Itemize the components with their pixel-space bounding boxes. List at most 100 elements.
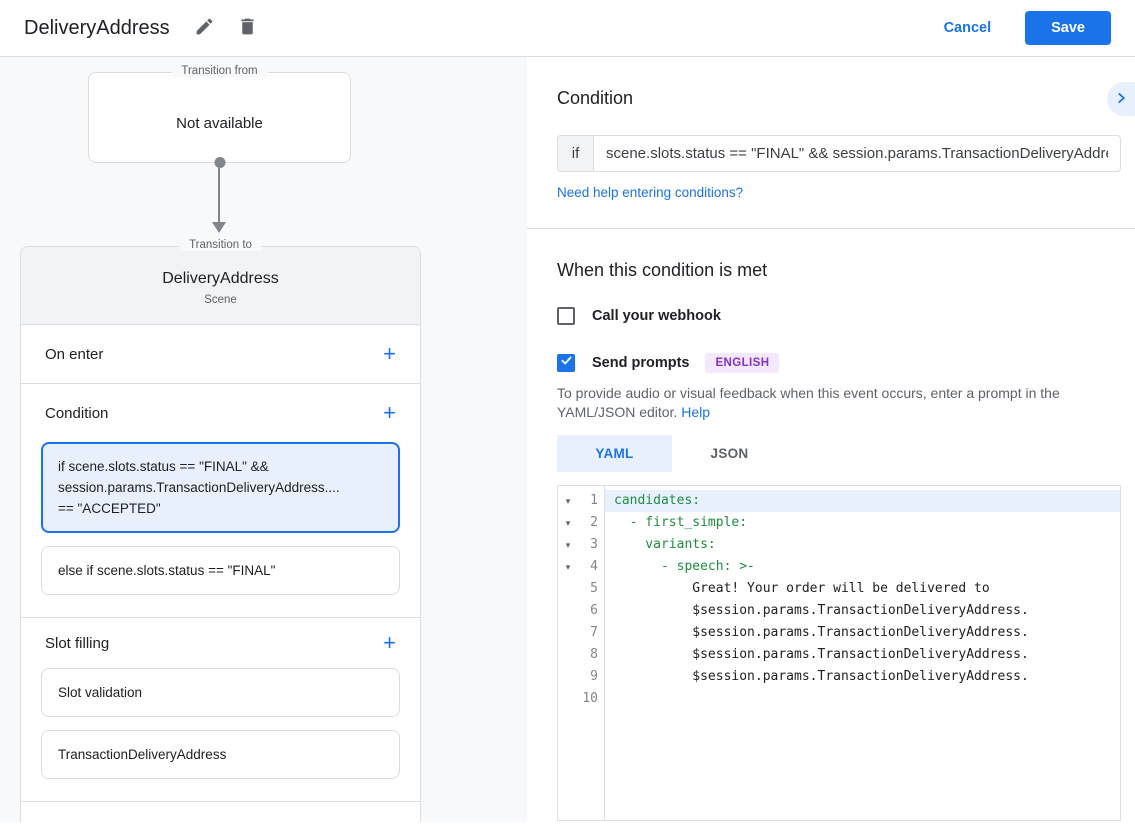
webhook-row: Call your webhook [557,307,1121,325]
send-prompts-label: Send prompts [592,355,690,371]
on-enter-label: On enter [45,345,104,363]
condition-section: Condition + if scene.slots.status == "FI… [21,383,420,617]
topbar: DeliveryAddress Cancel Save [0,0,1135,57]
slot-chip[interactable]: TransactionDeliveryAddress [41,730,400,779]
line-number: 7 [590,625,598,640]
condition-section-header[interactable]: Condition + [21,384,420,442]
condition-chip[interactable]: else if scene.slots.status == "FINAL" [41,546,400,595]
scene-card: Transition to DeliveryAddress Scene On e… [20,239,421,823]
save-button[interactable]: Save [1025,11,1111,45]
code-line[interactable]: 10 [558,688,1120,710]
trash-icon [237,16,258,40]
condition-section-label: Condition [45,404,109,422]
tab-json[interactable]: JSON [672,435,787,472]
condition-help-link[interactable]: Need help entering conditions? [557,185,744,200]
fold-arrow-icon[interactable]: ▾ [565,496,571,506]
line-number: 2 [590,515,598,530]
tab-yaml[interactable]: YAML [557,435,672,472]
call-webhook-checkbox[interactable] [557,307,575,325]
code-line[interactable]: 9 $session.params.TransactionDeliveryAdd… [558,666,1120,688]
custom-intent-header[interactable]: Custom intent handling + [21,802,420,823]
line-number: 5 [590,581,598,596]
on-enter-row[interactable]: On enter + [21,325,420,383]
fold-arrow-icon[interactable]: ▾ [565,562,571,572]
code-text: $session.params.TransactionDeliveryAddre… [614,669,1029,684]
fold-arrow-icon[interactable]: ▾ [565,540,571,550]
fold-spacer [558,644,578,666]
code-text: $session.params.TransactionDeliveryAddre… [614,603,1029,618]
prompt-description: To provide audio or visual feedback when… [557,385,1060,420]
code-line[interactable]: 5 Great! Your order will be delivered to [558,578,1120,600]
transition-from-value: Not available [176,115,263,132]
fold-spacer [558,578,578,600]
line-number: 8 [590,647,598,662]
collapse-panel-button[interactable] [1107,82,1135,116]
add-slot-button[interactable]: + [383,630,396,655]
delete-scene-button[interactable] [237,16,258,40]
code-text: Great! Your order will be delivered to [614,581,990,596]
checkmark-icon [560,354,573,372]
edit-title-button[interactable] [194,16,215,40]
add-custom-intent-button[interactable]: + [383,820,396,823]
transition-from-box[interactable]: Transition from Not available [88,65,351,168]
slot-chip[interactable]: Slot validation [41,668,400,717]
scene-card-header: DeliveryAddress Scene [21,247,420,325]
help-link[interactable]: Help [681,404,711,420]
fold-spacer [558,600,578,622]
code-text: $session.params.TransactionDeliveryAddre… [614,647,1029,662]
line-number: 10 [582,691,598,706]
scene-flow-panel: Transition from Not available Transition… [0,57,527,822]
condition-chip[interactable]: if scene.slots.status == "FINAL" && sess… [41,442,400,533]
code-line[interactable]: ▾ 4 - speech: >- [558,556,1120,578]
code-text [605,688,1120,710]
pencil-icon [194,16,215,40]
transition-arrow [0,163,527,235]
page-title: DeliveryAddress [24,16,170,39]
if-prefix: if [557,135,593,172]
code-line[interactable]: 7 $session.params.TransactionDeliveryAdd… [558,622,1120,644]
line-number: 3 [590,537,598,552]
fold-arrow-icon[interactable]: ▾ [565,518,571,528]
line-number: 9 [590,669,598,684]
send-prompts-checkbox[interactable] [557,354,575,372]
code-text: - speech: >- [614,559,755,574]
code-line[interactable]: 8 $session.params.TransactionDeliveryAdd… [558,644,1120,666]
add-on-enter-button[interactable]: + [383,341,396,366]
condition-expression-input[interactable] [593,135,1121,172]
fold-spacer [558,666,578,688]
transition-to-label: Transition to [179,239,262,251]
when-met-title: When this condition is met [557,260,768,280]
arrow-head-icon [212,222,226,233]
slot-filling-label: Slot filling [45,634,110,652]
language-badge[interactable]: ENGLISH [705,353,780,373]
fold-spacer [558,688,578,710]
bottom-strip [0,822,1135,827]
code-text: - first_simple: [614,515,748,530]
slot-filling-header[interactable]: Slot filling + [21,618,420,668]
editor-gutter [558,486,605,820]
add-condition-button[interactable]: + [383,400,396,425]
line-number: 4 [590,559,598,574]
send-prompts-row: Send prompts ENGLISH [557,353,1121,373]
connector-dot [214,157,225,168]
code-line[interactable]: ▾ 3 variants: [558,534,1120,556]
code-line[interactable]: ▾ 2 - first_simple: [558,512,1120,534]
code-text: $session.params.TransactionDeliveryAddre… [614,625,1029,640]
code-text: variants: [614,537,716,552]
code-line[interactable]: 6 $session.params.TransactionDeliveryAdd… [558,600,1120,622]
transition-from-label: Transition from [171,65,268,77]
cancel-button[interactable]: Cancel [943,20,992,36]
condition-detail-panel: Condition if Need help entering conditio… [527,57,1135,822]
scene-name: DeliveryAddress [162,270,279,287]
line-number: 1 [590,493,598,508]
line-number: 6 [590,603,598,618]
section-divider [527,228,1135,229]
condition-panel-title: Condition [557,88,634,108]
call-webhook-label: Call your webhook [592,308,721,324]
